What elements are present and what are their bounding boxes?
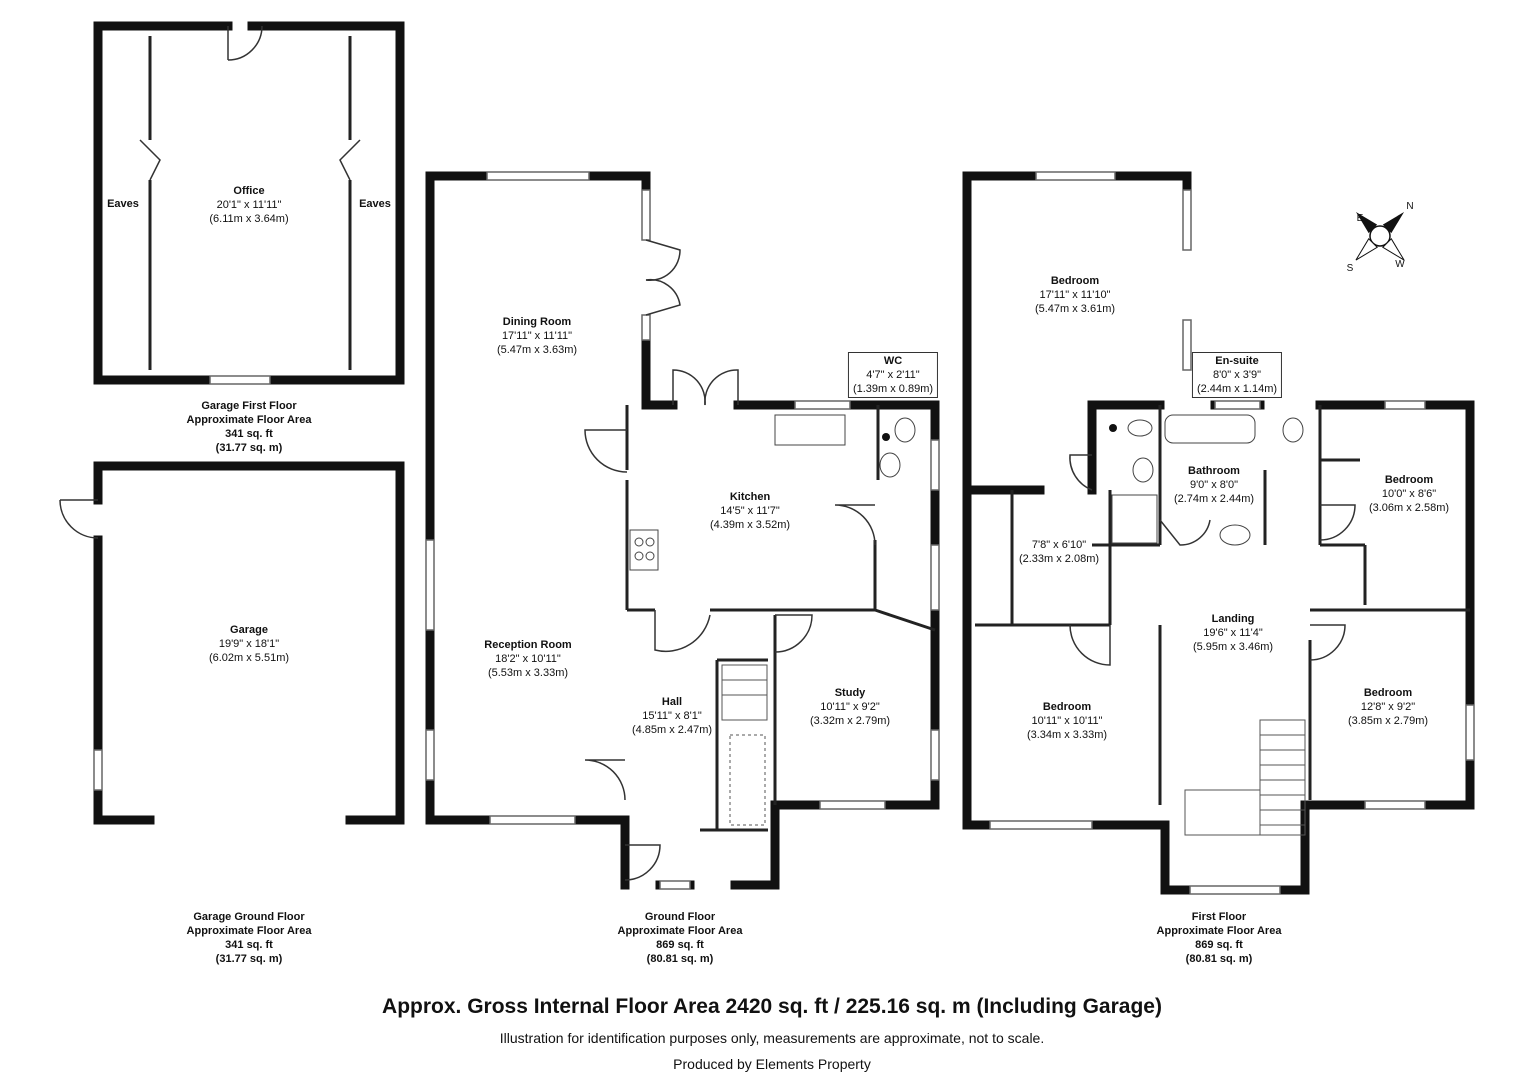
- room-metric: (4.85m x 2.47m): [631, 724, 713, 736]
- room-bedroom-2: Bedroom 10'0" x 8'6" (3.06m x 2.58m): [1369, 473, 1449, 515]
- room-imperial: 9'0" x 8'0": [1189, 479, 1239, 491]
- area-line-1: Garage First Floor: [201, 400, 297, 412]
- area-line-3: 869 sq. ft: [1195, 939, 1243, 951]
- room-metric: (1.39m x 0.89m): [852, 383, 934, 395]
- area-line-2: Approximate Floor Area: [186, 925, 312, 937]
- room-dressing: 7'8" x 6'10" (2.33m x 2.08m): [1019, 538, 1099, 566]
- area-line-1: First Floor: [1191, 911, 1247, 923]
- room-bathroom: Bathroom 9'0" x 8'0" (2.74m x 2.44m): [1174, 464, 1254, 506]
- room-name: Office: [233, 185, 265, 197]
- producer-credit: Produced by Elements Property: [673, 1056, 871, 1072]
- area-line-1: Garage Ground Floor: [193, 911, 305, 923]
- room-imperial: 19'9" x 18'1": [218, 638, 280, 650]
- compass-s: S: [1346, 263, 1354, 274]
- room-study: Study 10'11" x 9'2" (3.32m x 2.79m): [810, 686, 890, 728]
- room-metric: (5.47m x 3.63m): [496, 344, 578, 356]
- room-name: WC: [883, 355, 903, 367]
- room-wc: WC 4'7" x 2'11" (1.39m x 0.89m): [847, 352, 939, 398]
- room-metric: (6.02m x 5.51m): [208, 652, 290, 664]
- room-imperial: 10'11" x 10'11": [1031, 715, 1103, 727]
- room-imperial: 14'5" x 11'7": [720, 505, 780, 517]
- compass-w: W: [1395, 259, 1405, 270]
- garage-ground-floor-outline: [93, 461, 405, 825]
- compass-n: N: [1406, 201, 1414, 212]
- gross-area-title: Approx. Gross Internal Floor Area 2420 s…: [382, 995, 1162, 1018]
- area-line-3: 341 sq. ft: [225, 939, 273, 951]
- area-line-2: Approximate Floor Area: [1156, 925, 1282, 937]
- room-bedroom-3: Bedroom 10'11" x 10'11" (3.34m x 3.33m): [1027, 700, 1107, 742]
- area-first-floor: First Floor Approximate Floor Area 869 s…: [1157, 910, 1282, 966]
- room-imperial: 20'1" x 11'11": [216, 199, 282, 211]
- room-name: Bedroom: [1050, 275, 1100, 287]
- room-metric: (2.74m x 2.44m): [1173, 493, 1255, 505]
- compass-rose-icon: [1355, 211, 1405, 261]
- area-line-3: 869 sq. ft: [656, 939, 704, 951]
- room-metric: (3.34m x 3.33m): [1026, 729, 1108, 741]
- area-ground-floor: Ground Floor Approximate Floor Area 869 …: [618, 910, 743, 966]
- room-metric: (4.39m x 3.52m): [709, 519, 791, 531]
- room-name: Study: [834, 687, 866, 699]
- room-imperial: 10'11" x 9'2": [820, 701, 880, 713]
- eaves-left-label: Eaves: [107, 198, 139, 210]
- garage-first-floor-outline: [93, 21, 405, 385]
- area-line-4: (31.77 sq. m): [215, 953, 283, 965]
- room-bedroom-1: Bedroom 17'11" x 11'10" (5.47m x 3.61m): [1035, 274, 1115, 316]
- room-name: Landing: [1211, 613, 1255, 625]
- room-metric: (2.44m x 1.14m): [1196, 383, 1278, 395]
- room-imperial: 12'8" x 9'2": [1360, 701, 1416, 713]
- area-line-4: (80.81 sq. m): [646, 953, 714, 965]
- disclaimer-note: Illustration for identification purposes…: [499, 1030, 1045, 1046]
- room-metric: (6.11m x 3.64m): [209, 213, 289, 225]
- room-imperial: 15'11" x 8'1": [642, 710, 702, 722]
- room-metric: (5.47m x 3.61m): [1034, 303, 1116, 315]
- room-imperial: 19'6" x 11'4": [1203, 627, 1263, 639]
- room-ensuite: En-suite 8'0" x 3'9" (2.44m x 1.14m): [1191, 352, 1283, 398]
- area-line-4: (80.81 sq. m): [1185, 953, 1253, 965]
- room-imperial: 7'8" x 6'10": [1031, 539, 1087, 551]
- room-landing: Landing 19'6" x 11'4" (5.95m x 3.46m): [1193, 612, 1273, 654]
- room-imperial: 17'11" x 11'10": [1039, 289, 1111, 301]
- room-garage: Garage 19'9" x 18'1" (6.02m x 5.51m): [209, 623, 289, 665]
- room-hall: Hall 15'11" x 8'1" (4.85m x 2.47m): [632, 695, 712, 737]
- room-dining: Dining Room 17'11" x 11'11" (5.47m x 3.6…: [497, 315, 577, 357]
- area-line-1: Ground Floor: [644, 911, 716, 923]
- area-garage-ground-floor: Garage Ground Floor Approximate Floor Ar…: [187, 910, 312, 966]
- room-imperial: 8'0" x 3'9": [1212, 369, 1262, 381]
- room-name: Hall: [661, 696, 683, 708]
- room-name: Reception Room: [484, 639, 572, 651]
- area-line-2: Approximate Floor Area: [186, 414, 312, 426]
- room-reception: Reception Room 18'2" x 10'11" (5.53m x 3…: [484, 638, 571, 680]
- room-metric: (3.85m x 2.79m): [1347, 715, 1429, 727]
- compass-e: E: [1356, 213, 1364, 224]
- room-bedroom-4: Bedroom 12'8" x 9'2" (3.85m x 2.79m): [1348, 686, 1428, 728]
- room-name: Dining Room: [502, 316, 572, 328]
- first-floor-outline: [962, 171, 1475, 895]
- room-name: Bedroom: [1042, 701, 1092, 713]
- room-imperial: 18'2" x 10'11": [495, 653, 561, 665]
- room-name: Kitchen: [729, 491, 771, 503]
- room-metric: (2.33m x 2.08m): [1018, 553, 1100, 565]
- area-line-2: Approximate Floor Area: [617, 925, 743, 937]
- room-kitchen: Kitchen 14'5" x 11'7" (4.39m x 3.52m): [710, 490, 790, 532]
- room-metric: (3.32m x 2.79m): [809, 715, 891, 727]
- room-imperial: 4'7" x 2'11": [866, 369, 920, 381]
- room-metric: (5.95m x 3.46m): [1192, 641, 1274, 653]
- area-line-4: (31.77 sq. m): [215, 442, 283, 454]
- room-name: Bedroom: [1384, 474, 1434, 486]
- room-office: Office 20'1" x 11'11" (6.11m x 3.64m): [209, 184, 288, 226]
- room-metric: (5.53m x 3.33m): [487, 667, 569, 679]
- room-name: Bathroom: [1188, 465, 1240, 477]
- room-imperial: 10'0" x 8'6": [1381, 488, 1437, 500]
- area-garage-first-floor: Garage First Floor Approximate Floor Are…: [187, 399, 312, 455]
- eaves-right-label: Eaves: [359, 198, 391, 210]
- area-line-3: 341 sq. ft: [225, 428, 273, 440]
- ground-floor-outline: [425, 171, 940, 890]
- room-metric: (3.06m x 2.58m): [1368, 502, 1450, 514]
- room-imperial: 17'11" x 11'11": [501, 330, 573, 342]
- room-name: En-suite: [1215, 355, 1259, 367]
- room-name: Bedroom: [1363, 687, 1413, 699]
- room-name: Garage: [230, 624, 268, 636]
